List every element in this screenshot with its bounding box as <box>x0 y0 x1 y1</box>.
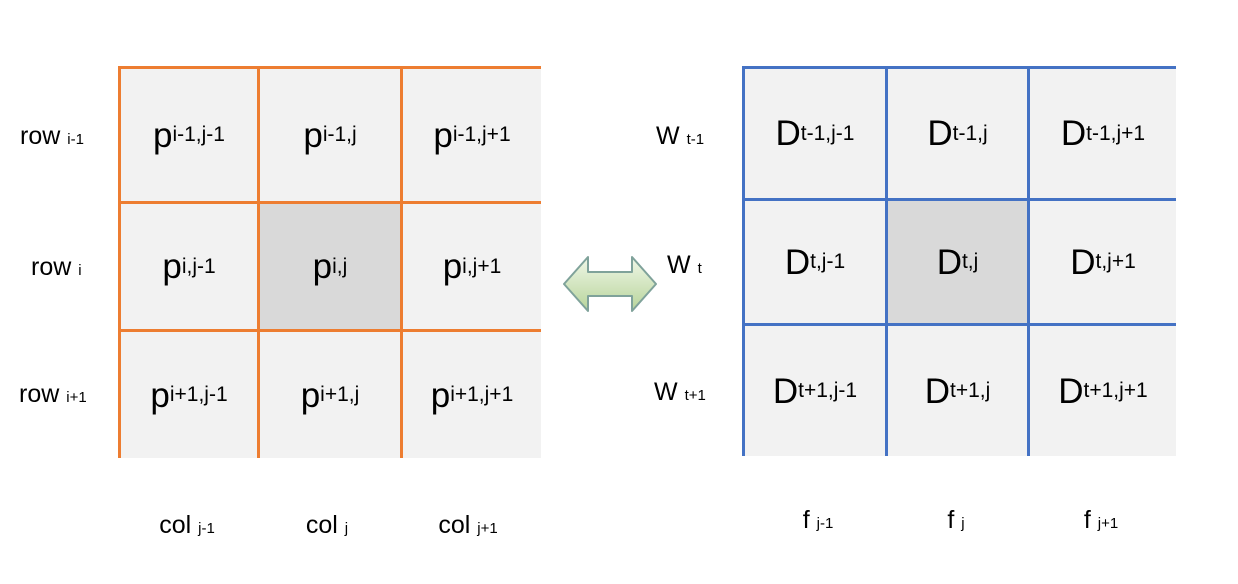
cell-base: D <box>1058 371 1084 411</box>
label-base: row <box>19 380 60 408</box>
w-label-t-plus-1: W t+1 <box>654 380 706 405</box>
cell-base: p <box>433 115 453 155</box>
label-sub: j <box>344 520 349 537</box>
cell-base: p <box>300 375 321 415</box>
label-sub: t+1 <box>684 387 706 404</box>
cell-sub: t+1,j-1 <box>798 379 858 402</box>
label-base: col <box>159 511 192 539</box>
label-sub: j-1 <box>198 520 215 537</box>
col-label-j: col j <box>306 513 348 538</box>
row-label-i-plus-1: row i+1 <box>19 382 87 407</box>
cell-base: p <box>442 247 463 286</box>
cell-sub: i,j <box>332 254 348 278</box>
row-label-i-minus-1: row i-1 <box>20 124 84 149</box>
cell-base: p <box>312 247 333 286</box>
cell-base: D <box>1070 242 1096 282</box>
label-sub: j+1 <box>1097 515 1119 532</box>
cell-sub: t-1,j <box>952 121 988 145</box>
double-arrow-icon <box>563 256 657 312</box>
double-arrow-shape <box>563 256 657 312</box>
cell-sub: t+1,j+1 <box>1083 379 1148 402</box>
label-base: row <box>20 122 61 150</box>
label-base: f <box>947 506 955 534</box>
f-label-j: f j <box>947 508 964 533</box>
label-base: f <box>1083 506 1091 534</box>
label-base: row <box>31 253 72 281</box>
cell-sub: t-1,j-1 <box>800 121 855 145</box>
cell-base: p <box>430 375 451 415</box>
label-sub: i+1 <box>66 389 87 406</box>
cell-sub: i-1,j <box>322 123 357 146</box>
cell-base: p <box>153 115 173 155</box>
cell-sub: t,j <box>961 250 979 273</box>
cell-sub: i-1,j-1 <box>172 123 225 146</box>
cell-sub: i+1,j+1 <box>450 383 514 406</box>
label-base: W <box>656 122 680 150</box>
cell-base: D <box>936 242 962 282</box>
cell-base: D <box>784 242 811 282</box>
label-sub: j+1 <box>477 520 498 537</box>
cell-sub: t-1,j+1 <box>1086 121 1146 145</box>
label-sub: t-1 <box>686 131 705 148</box>
label-base: col <box>438 511 471 539</box>
cell-base: D <box>927 114 953 153</box>
label-base: col <box>305 511 338 539</box>
cell-base: p <box>150 375 170 415</box>
cell-sub: t+1,j <box>950 379 991 402</box>
cell-base: p <box>303 115 323 155</box>
cell-base: D <box>775 114 801 153</box>
col-label-j-minus-1: col j-1 <box>159 513 215 538</box>
cell-sub: i+1,j-1 <box>169 383 228 406</box>
label-base: W <box>654 378 678 406</box>
f-label-j-minus-1: f j-1 <box>803 508 834 533</box>
cell-base: D <box>772 371 799 411</box>
label-base: f <box>802 506 810 534</box>
col-label-j-plus-1: col j+1 <box>438 513 497 538</box>
w-label-t: W t <box>667 253 702 278</box>
row-label-i: row i <box>31 255 82 280</box>
cell-sub: t,j+1 <box>1095 250 1136 273</box>
label-sub: i <box>78 262 82 279</box>
label-base: W <box>667 251 691 279</box>
label-sub: j <box>961 515 965 532</box>
cell-sub: i-1,j+1 <box>452 123 511 146</box>
label-sub: i-1 <box>67 131 84 148</box>
w-label-t-minus-1: W t-1 <box>656 124 704 149</box>
label-sub: t <box>697 260 702 277</box>
cell-sub: i,j-1 <box>181 254 216 278</box>
f-label-j-plus-1: f j+1 <box>1084 508 1118 533</box>
cell-sub: i+1,j <box>320 383 360 406</box>
cell-sub: t,j-1 <box>810 250 846 273</box>
cell-base: D <box>924 371 950 411</box>
cell-base: D <box>1060 114 1087 153</box>
label-sub: j-1 <box>816 515 834 532</box>
cell-sub: i,j+1 <box>462 254 502 278</box>
cell-base: p <box>162 247 182 286</box>
